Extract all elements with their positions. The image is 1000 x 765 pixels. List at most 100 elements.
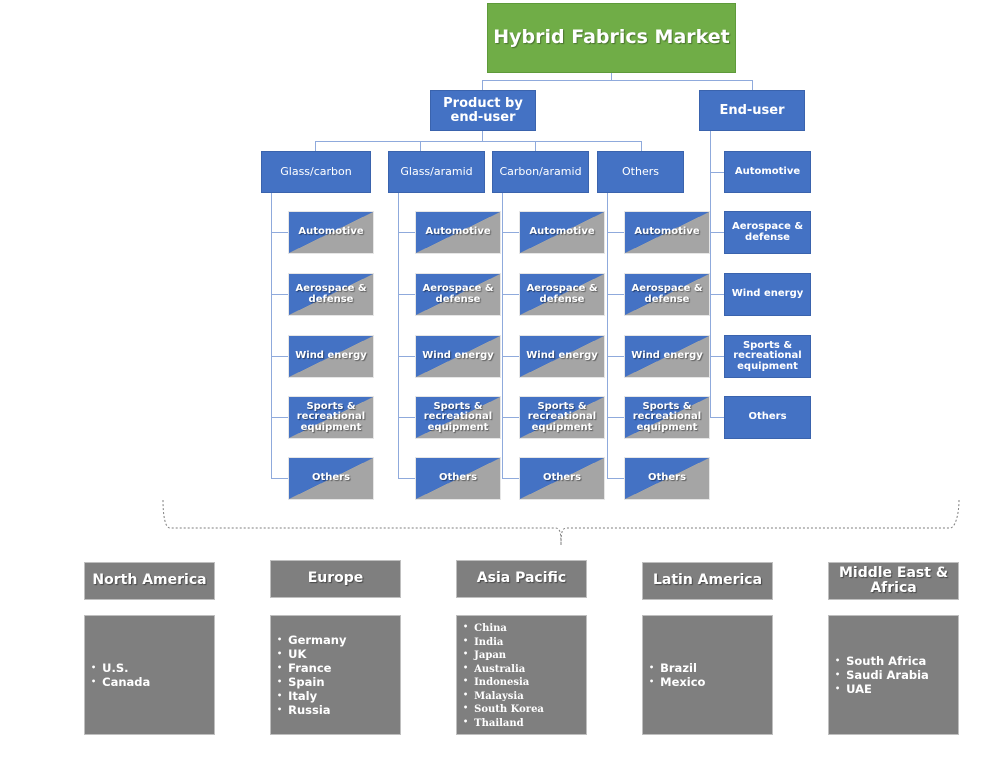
connector: [271, 232, 288, 233]
connector: [710, 356, 724, 357]
application-leaf: Automotive: [288, 211, 374, 254]
region-name: North America: [92, 572, 207, 589]
end-user-item-label: Others: [748, 411, 787, 423]
connector: [710, 172, 724, 173]
end-user-item-label: Wind energy: [731, 288, 804, 300]
branch-end-user: End-user: [699, 90, 805, 131]
country-item: UK: [277, 647, 346, 661]
application-leaf: Wind energy: [624, 335, 710, 378]
application-label: Wind energy: [631, 350, 703, 362]
connector: [710, 232, 724, 233]
connector: [607, 232, 624, 233]
application-label: Aerospace & defense: [422, 283, 494, 305]
root-node-title: Hybrid Fabrics Market: [487, 3, 736, 73]
application-label: Sports & recreational equipment: [527, 400, 597, 433]
application-label: Automotive: [529, 226, 595, 238]
connector: [502, 232, 519, 233]
country-item: Brazil: [649, 661, 705, 675]
country-item: Spain: [277, 675, 346, 689]
country-item: Mexico: [649, 675, 705, 689]
country-item: India: [463, 635, 544, 649]
product-type-node: Glass/aramid: [388, 151, 485, 193]
application-leaf: Automotive: [415, 211, 501, 254]
application-leaf: Wind energy: [288, 335, 374, 378]
application-label: Automotive: [298, 226, 364, 238]
application-label: Aerospace & defense: [295, 283, 367, 305]
application-label: Wind energy: [295, 350, 367, 362]
end-user-item: Others: [724, 396, 811, 439]
region-name: Asia Pacific: [476, 570, 567, 587]
application-label: Others: [311, 472, 351, 484]
application-leaf: Others: [624, 457, 710, 500]
connector: [607, 478, 624, 479]
end-user-item: Wind energy: [724, 273, 811, 316]
product-type-node: Carbon/aramid: [492, 151, 589, 193]
region-header: North America: [84, 562, 215, 600]
region-country-list: South AfricaSaudi ArabiaUAE: [828, 615, 959, 735]
country-item: France: [277, 661, 346, 675]
connector: [607, 356, 624, 357]
country-item: Thailand: [463, 716, 544, 730]
country-item: Canada: [91, 675, 150, 689]
connector: [502, 294, 519, 295]
region-name: Middle East & Africa: [838, 564, 949, 596]
application-leaf: Aerospace & defense: [415, 273, 501, 316]
product-type-label: Carbon/aramid: [499, 165, 582, 179]
connector: [482, 80, 753, 81]
connector: [271, 356, 288, 357]
connector: [398, 232, 415, 233]
end-user-item-label: Sports & recreational equipment: [733, 339, 802, 372]
connector: [710, 131, 711, 417]
region-name: Europe: [307, 570, 364, 587]
region-country-list: U.S.Canada: [84, 615, 215, 735]
connector: [315, 141, 642, 142]
connector: [607, 417, 624, 418]
connector: [420, 141, 421, 151]
application-label: Others: [542, 472, 582, 484]
application-leaf: Sports & recreational equipment: [415, 396, 501, 439]
application-label: Automotive: [425, 226, 491, 238]
connector: [398, 356, 415, 357]
connector: [271, 294, 288, 295]
region-header: Latin America: [642, 562, 773, 600]
region-country-list: ChinaIndiaJapanAustraliaIndonesiaMalaysi…: [456, 615, 587, 735]
connector: [398, 417, 415, 418]
connector: [710, 294, 724, 295]
application-leaf: Aerospace & defense: [519, 273, 605, 316]
application-label: Automotive: [634, 226, 700, 238]
connector: [607, 294, 624, 295]
branch-product-by-end-user: Product by end-user: [430, 90, 536, 131]
root-title-text: Hybrid Fabrics Market: [493, 26, 730, 49]
application-label: Wind energy: [526, 350, 598, 362]
connector: [502, 417, 519, 418]
end-user-item-label: Aerospace & defense: [731, 221, 804, 243]
application-leaf: Others: [519, 457, 605, 500]
application-label: Sports & recreational equipment: [423, 400, 493, 433]
connector: [752, 80, 753, 90]
connector: [482, 131, 483, 141]
application-label: Sports & recreational equipment: [632, 400, 702, 433]
application-label: Sports & recreational equipment: [296, 400, 366, 433]
connector: [271, 193, 272, 478]
branch-label: Product by end-user: [443, 95, 523, 125]
country-item: UAE: [835, 682, 929, 696]
country-item: Australia: [463, 662, 544, 676]
end-user-item: Automotive: [724, 151, 811, 193]
connector: [607, 193, 608, 478]
end-user-item: Sports & recreational equipment: [724, 335, 811, 378]
connector: [535, 141, 536, 151]
country-item: Japan: [463, 648, 544, 662]
country-item: Italy: [277, 689, 346, 703]
application-leaf: Others: [415, 457, 501, 500]
application-leaf: Aerospace & defense: [624, 273, 710, 316]
country-item: Saudi Arabia: [835, 668, 929, 682]
end-user-item-label: Automotive: [734, 165, 801, 177]
application-leaf: Sports & recreational equipment: [288, 396, 374, 439]
application-label: Others: [438, 472, 478, 484]
product-type-node: Glass/carbon: [261, 151, 371, 193]
connector: [398, 193, 399, 478]
branch-label: End-user: [719, 102, 785, 118]
application-label: Aerospace & defense: [631, 283, 703, 305]
application-label: Others: [647, 472, 687, 484]
